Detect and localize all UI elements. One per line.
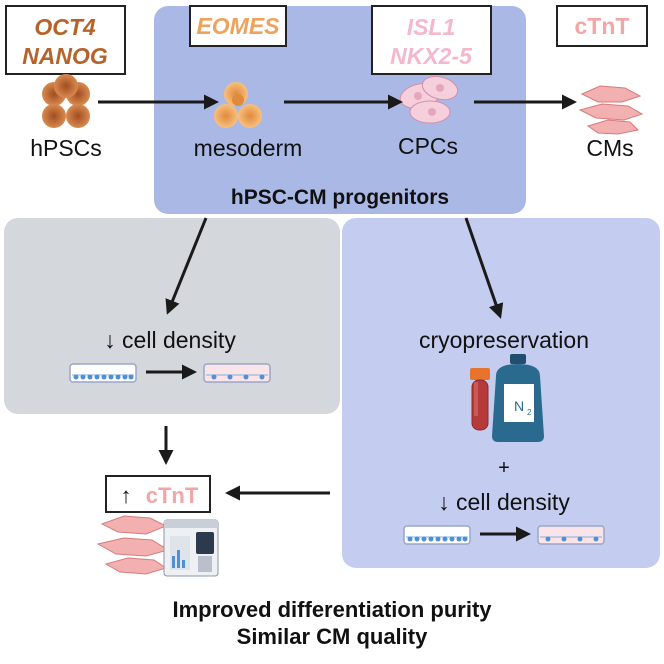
progenitor-title: hPSC-CM progenitors: [231, 186, 449, 209]
right-high-density-dish-icon: [403, 525, 471, 545]
marker-box-pluripotency: OCT4 NANOG: [5, 5, 126, 75]
arrow-to-right-panel: [464, 217, 504, 319]
conclusion-line-1: Improved differentiation purity: [172, 597, 492, 622]
marker-oct4: OCT4: [34, 14, 96, 40]
right-density-label: ↓ cell density: [438, 489, 570, 515]
low-density-dish-icon: [203, 363, 271, 383]
result-box: ↑ cTnT: [105, 475, 211, 513]
result-cm-cells-icon: [96, 515, 170, 575]
result-up-arrow: ↑: [121, 483, 132, 508]
mesoderm-cells-icon: [214, 82, 262, 128]
nitrogen-subscript: 2: [527, 408, 532, 417]
result-ctnt: cTnT: [146, 483, 199, 508]
marker-eomes: EOMES: [196, 13, 280, 39]
stage-hpsc: hPSCs: [30, 135, 102, 161]
nitrogen-symbol: N: [514, 398, 524, 414]
right-low-density-dish-icon: [537, 525, 605, 545]
marker-box-mesoderm: EOMES: [189, 5, 287, 47]
marker-box-cm: cTnT: [556, 5, 648, 47]
left-panel: [4, 218, 340, 414]
cm-cells-icon: [578, 85, 644, 135]
stage-cm: CMs: [586, 135, 633, 161]
blood-tube-icon: [470, 368, 490, 431]
cpc-cells-icon: [399, 75, 459, 124]
stage-cpc: CPCs: [398, 133, 458, 159]
high-density-dish-icon: [69, 363, 137, 383]
marker-nkx25: NKX2-5: [390, 43, 473, 69]
liquid-nitrogen-tank-icon: N 2: [492, 354, 544, 442]
marker-isl1: ISL1: [407, 14, 456, 40]
conclusion-line-2: Similar CM quality: [237, 624, 428, 649]
flow-cytometer-icon: [163, 519, 219, 577]
marker-nanog: NANOG: [22, 43, 108, 69]
stage-mesoderm: mesoderm: [194, 135, 303, 161]
cryopreservation-label: cryopreservation: [419, 327, 589, 353]
plus-sign: +: [498, 457, 510, 479]
marker-ctnt: cTnT: [575, 13, 630, 39]
arrow-to-left-panel: [165, 217, 208, 315]
marker-box-cpc: ISL1 NKX2-5: [371, 5, 492, 75]
left-density-label: ↓ cell density: [104, 327, 236, 353]
hpsc-cells-icon: [42, 74, 90, 128]
